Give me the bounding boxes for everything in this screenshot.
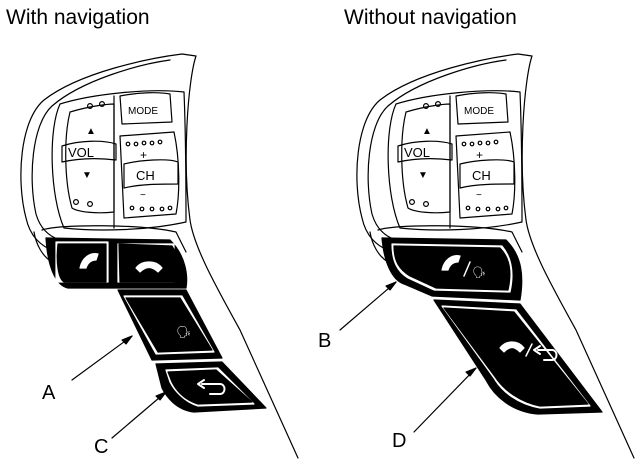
arrow-a — [71, 335, 133, 381]
vol-up-arrow-left: ▲ — [86, 126, 96, 137]
ch-plus-left: + — [140, 148, 147, 162]
arrow-c — [111, 391, 167, 439]
mode-button-right — [455, 92, 509, 125]
hangup-back-button-d — [433, 299, 603, 415]
back-button-c — [155, 361, 267, 413]
ch-rocker-left — [119, 131, 180, 219]
vol-rocker-right — [397, 100, 453, 214]
ch-plus-right: + — [476, 148, 483, 162]
ch-label-right: CH — [472, 168, 491, 183]
left-steering-spoke — [20, 53, 299, 459]
ch-minus-right: − — [476, 190, 482, 201]
pickup-talk-button-b: 🗣 — [381, 237, 523, 301]
vol-down-arrow-right: ▼ — [418, 170, 428, 181]
callout-d: D — [392, 430, 407, 452]
callout-a: A — [42, 382, 56, 404]
vol-up-arrow-right: ▲ — [422, 126, 432, 137]
arrow-b — [339, 281, 397, 331]
mode-label-left: MODE — [128, 106, 158, 117]
vol-label-right: VOL — [404, 145, 430, 160]
svg-text:🗣: 🗣 — [472, 266, 486, 279]
callout-c: C — [94, 436, 109, 458]
phone-buttons-left — [45, 237, 188, 289]
ch-rocker-right — [455, 131, 516, 219]
title-with-navigation: With navigation — [6, 6, 150, 29]
title-without-navigation: Without navigation — [344, 6, 517, 29]
vol-rocker-left — [61, 100, 117, 214]
vol-down-arrow-left: ▼ — [82, 170, 92, 181]
mode-button-left — [119, 92, 173, 125]
vol-label-left: VOL — [68, 145, 94, 160]
mode-label-right: MODE — [464, 106, 494, 117]
ch-label-left: CH — [136, 168, 155, 183]
ch-minus-left: − — [140, 190, 146, 201]
svg-text:🗣: 🗣 — [176, 325, 191, 339]
talk-button-a: 🗣 — [117, 289, 223, 361]
arrow-d — [413, 367, 477, 433]
callout-b: B — [318, 330, 332, 352]
